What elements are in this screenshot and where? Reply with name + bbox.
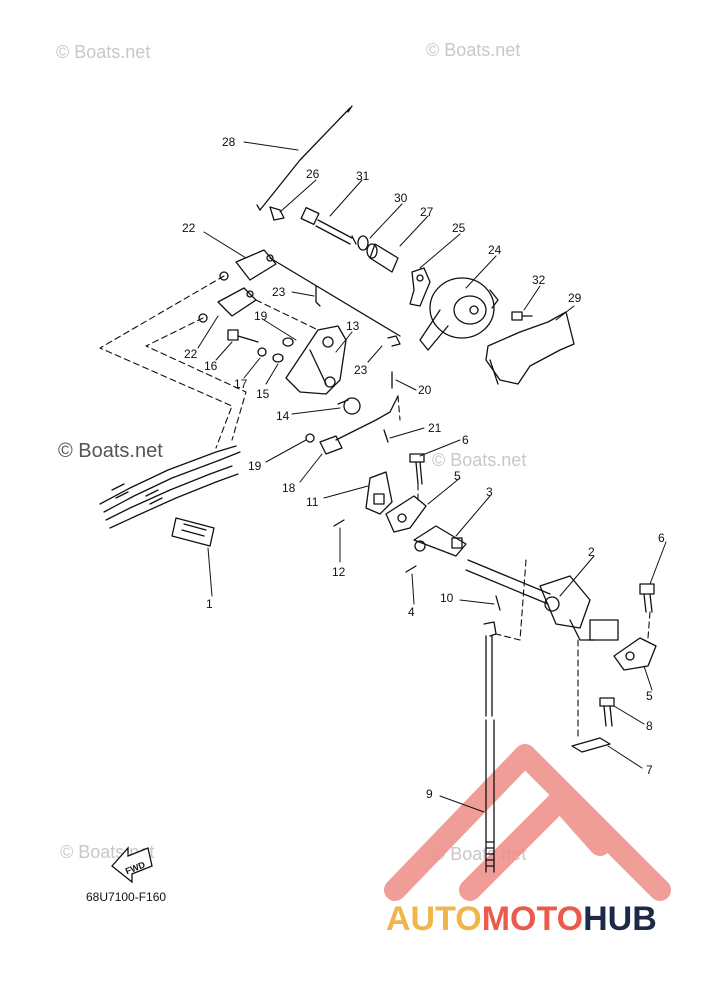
part-10-clip: [495, 595, 501, 611]
part-13-lever-bracket: [285, 325, 347, 395]
part-9-rod: [483, 621, 497, 873]
callout-15: 15: [256, 387, 270, 401]
callout-22: 22: [182, 221, 196, 235]
callout-19: 19: [248, 459, 262, 473]
part-16-bolt: [227, 329, 259, 343]
callout-30: 30: [394, 191, 408, 205]
part-18-joint: [319, 435, 343, 455]
callout-17: 17: [234, 377, 248, 391]
callout-5: 5: [646, 689, 653, 703]
part-12-pin: [333, 519, 345, 527]
watermark: © Boats.net: [56, 42, 151, 62]
part-17-washer: [257, 347, 267, 357]
callout-23: 23: [354, 363, 368, 377]
callout-8: 8: [646, 719, 653, 733]
part-22-joint-upper: [235, 249, 277, 281]
brand-part-1: AUTO: [386, 900, 482, 938]
part-27-collar: [366, 243, 399, 273]
part-25-plate: [409, 267, 431, 307]
callout-28: 28: [222, 135, 236, 149]
part-6-bolt: [409, 453, 425, 485]
callout-27: 27: [420, 205, 434, 219]
callout-23: 23: [272, 285, 286, 299]
brand-part-2: MOTO: [481, 900, 584, 938]
part-2-shift-shaft: [465, 559, 619, 641]
callout-16: 16: [204, 359, 218, 373]
watermark: © Boats.net: [426, 40, 521, 60]
callout-25: 25: [452, 221, 466, 235]
part-22-joint-lower: [198, 271, 257, 323]
brand-logo-icon: [384, 744, 671, 901]
part-3-lever: [413, 525, 467, 557]
part-1-label: [171, 517, 215, 547]
callout-31: 31: [356, 169, 370, 183]
callout-19: 19: [254, 309, 268, 323]
part-32-bolt: [511, 311, 533, 321]
fwd-arrow-icon: FWD: [111, 846, 153, 884]
part-21-clip: [383, 429, 389, 443]
callout-12: 12: [332, 565, 346, 579]
part-5-clamp: [385, 495, 427, 533]
part-19-washer: [282, 337, 294, 347]
callout-14: 14: [276, 409, 290, 423]
brand-part-3: HUB: [583, 900, 657, 938]
callout-11: 11: [306, 495, 319, 509]
part-30-washer: [357, 235, 369, 251]
callout-26: 26: [306, 167, 320, 181]
watermark: © Boats.net: [58, 440, 163, 462]
callout-18: 18: [282, 481, 296, 495]
callout-6: 6: [658, 531, 665, 545]
leader-lines: [197, 141, 667, 813]
callout-4: 4: [408, 605, 415, 619]
part-26-clip: [269, 206, 285, 221]
part-8-bolt: [599, 697, 615, 727]
control-cables: [99, 445, 241, 529]
callout-5: 5: [454, 469, 461, 483]
part-23-clip: [387, 335, 401, 347]
callout-13: 13: [346, 319, 360, 333]
part-14-pin: [337, 397, 361, 415]
part-29-bracket: [485, 311, 575, 385]
part-23-clip: [315, 285, 321, 307]
callout-20: 20: [418, 383, 432, 397]
brand-wordmark: AUTOMOTOHUB: [386, 900, 657, 939]
part-24-cam: [419, 277, 499, 351]
callout-22: 22: [184, 347, 198, 361]
callout-1: 1: [206, 597, 213, 611]
diagram-code: 68U7100-F160: [86, 890, 167, 904]
part-28-rod: [259, 107, 351, 211]
part-5-clamp: [613, 637, 657, 671]
callout-2: 2: [588, 545, 595, 559]
callout-32: 32: [532, 273, 546, 287]
callout-29: 29: [568, 291, 582, 305]
part-31-bolt: [300, 206, 357, 245]
callout-numbers: 28 26 31 30 27 25 24 22 32 29 23 19 13 2…: [182, 135, 665, 801]
part-11-lever: [365, 471, 393, 515]
callout-6: 6: [462, 433, 469, 447]
part-19-washer: [305, 433, 315, 443]
callout-7: 7: [646, 763, 653, 777]
callout-21: 21: [428, 421, 442, 435]
part-6-bolt: [639, 583, 655, 613]
part-15-washer: [272, 353, 284, 363]
callout-9: 9: [426, 787, 433, 801]
callout-10: 10: [440, 591, 454, 605]
watermark: © Boats.net: [432, 450, 527, 470]
part-4-pin: [405, 565, 417, 573]
routing-lines: [99, 275, 651, 739]
callout-24: 24: [488, 243, 502, 257]
part-7-plate: [571, 737, 611, 753]
callout-3: 3: [486, 485, 493, 499]
